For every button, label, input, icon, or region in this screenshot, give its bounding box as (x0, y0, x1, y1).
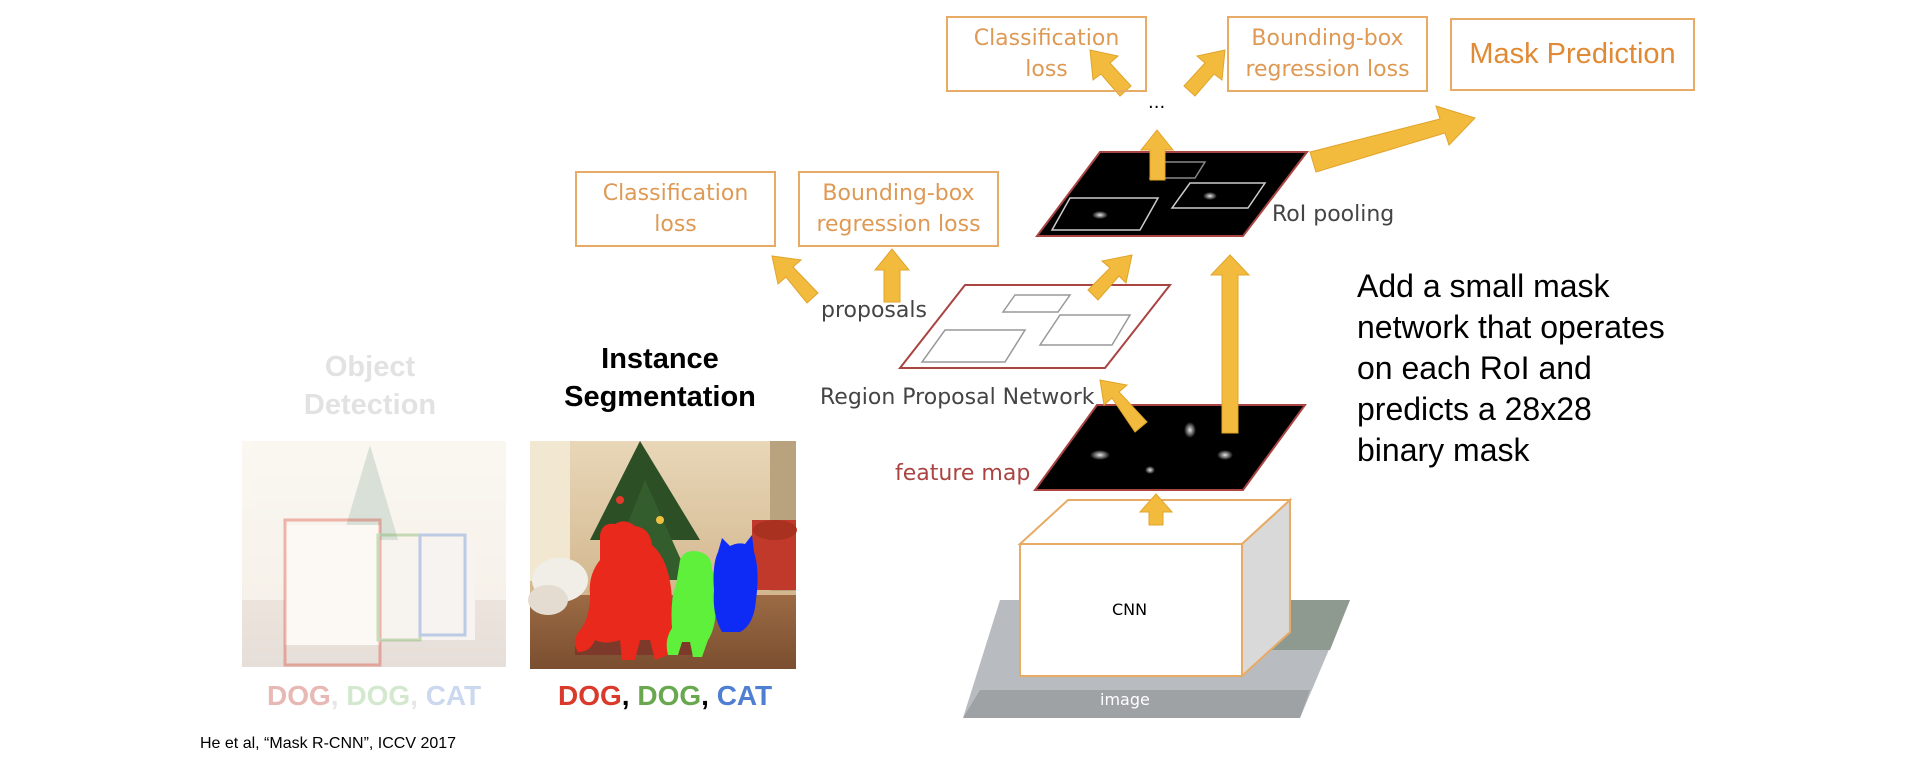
instance-segmentation-image (528, 441, 797, 669)
rpn-bbox-loss-line2: regression loss (816, 212, 981, 237)
is-sep-1: , (621, 680, 638, 711)
mask-description: Add a small mask network that operates o… (1357, 266, 1665, 471)
rpn-label: Region Proposal Network (820, 385, 1095, 410)
arrows (771, 49, 1476, 526)
arrow-roi-to-ellipsis (1139, 129, 1175, 181)
head-bbox-loss-line1: Bounding-box (1251, 26, 1404, 51)
proposals-label: proposals (821, 298, 927, 323)
citation: He et al, “Mask R-CNN”, ICCV 2017 (200, 735, 457, 752)
arrow-cnn-to-feature (1138, 493, 1174, 526)
object-detection-title: Object Detection (280, 348, 460, 424)
is-sep-2: , (701, 680, 717, 711)
head-bbox-loss-line2: regression loss (1245, 57, 1410, 82)
ellipsis-label: ... (1148, 92, 1166, 113)
description-line-5: binary mask (1357, 432, 1530, 468)
feature-map-label: feature map (895, 461, 1031, 486)
arrow-to-head-bbox (1183, 49, 1226, 97)
arrow-feature-to-rpn (1099, 379, 1148, 433)
od-label-cat: CAT (425, 680, 482, 711)
rpn-cls-loss-line2: loss (654, 212, 697, 237)
arrow-proposals-to-roi (1087, 254, 1133, 301)
od-label-dog-1: DOG (267, 680, 331, 711)
object-detection-title-line1: Object (324, 351, 416, 383)
rpn-classification-loss-box: Classification loss (575, 171, 776, 247)
arrow-proposals-to-bbox (873, 248, 911, 303)
head-classification-loss-box: Classification loss (946, 16, 1147, 92)
mask-prediction-box: Mask Prediction (1450, 18, 1695, 91)
rpn-cls-loss-line1: Classification (602, 181, 749, 206)
instance-segmentation-labels: DOG, DOG, CAT (558, 680, 772, 712)
description-line-4: predicts a 28x28 (1357, 391, 1592, 427)
object-detection-boxes (283, 518, 467, 667)
image-label: image (1100, 690, 1150, 709)
roi-pooling-plane (1035, 151, 1310, 237)
object-detection-title-line2: Detection (303, 389, 437, 421)
instance-segmentation-title: Instance Segmentation (540, 340, 780, 416)
arrow-proposals-to-cls (771, 255, 819, 304)
description-line-1: Add a small mask (1357, 268, 1610, 304)
head-bbox-loss-box: Bounding-box regression loss (1227, 16, 1428, 92)
instance-segmentation-title-line1: Instance (601, 343, 719, 375)
arrow-to-mask-prediction (1309, 105, 1476, 173)
mask-prediction-label: Mask Prediction (1469, 38, 1676, 70)
instance-segmentation-title-line2: Segmentation (564, 381, 756, 413)
description-line-3: on each RoI and (1357, 350, 1592, 386)
rpn-bbox-loss-box: Bounding-box regression loss (798, 171, 999, 247)
is-label-cat: CAT (716, 680, 773, 711)
roi-pooling-label: RoI pooling (1272, 202, 1395, 227)
cnn-box (1017, 497, 1293, 679)
is-label-dog-1: DOG (558, 680, 622, 711)
head-cls-loss-line1: Classification (973, 26, 1120, 51)
object-detection-image (242, 441, 506, 667)
od-label-dog-2: DOG (346, 680, 411, 711)
is-label-dog-2: DOG (637, 680, 702, 711)
cnn-label: CNN (1112, 600, 1148, 619)
od-sep-2: , (410, 680, 426, 711)
rpn-bbox-loss-line1: Bounding-box (822, 181, 975, 206)
od-sep-1: , (330, 680, 347, 711)
arrow-to-head-cls (1089, 49, 1132, 97)
feature-map (1033, 404, 1307, 491)
arrow-feature-to-roi (1209, 254, 1251, 434)
proposals-plane (897, 284, 1173, 369)
description-line-2: network that operates (1357, 309, 1665, 345)
object-detection-labels: DOG, DOG, CAT (267, 680, 481, 712)
head-cls-loss-line2: loss (1025, 57, 1068, 82)
